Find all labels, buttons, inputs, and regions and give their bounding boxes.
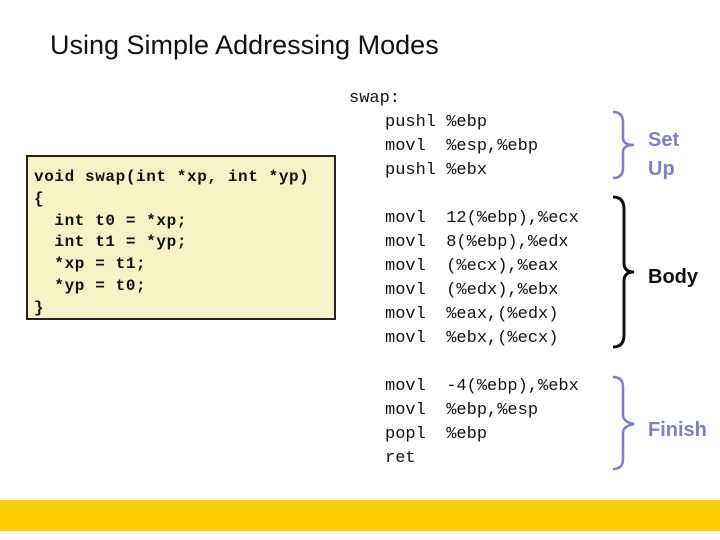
asm-line: pushl %ebp bbox=[385, 113, 488, 132]
setup-brace-icon bbox=[612, 110, 635, 180]
footer-band bbox=[0, 500, 720, 531]
asm-line: movl %ebx,(%ecx) bbox=[385, 329, 559, 348]
code-line: } bbox=[34, 298, 45, 317]
code-line: void swap(int *xp, int *yp) bbox=[34, 168, 310, 186]
finish-brace-icon bbox=[612, 375, 635, 471]
finish-label: Finish bbox=[648, 419, 707, 441]
asm-finish: movl -4(%ebp),%ebx movl %ebp,%esp popl %… bbox=[385, 375, 579, 471]
c-code-box: void swap(int *xp, int *yp) { int t0 = *… bbox=[26, 155, 336, 320]
body-label: Body bbox=[648, 266, 698, 288]
asm-line: movl 8(%ebp),%edx bbox=[385, 233, 569, 252]
asm-line: ret bbox=[385, 449, 416, 468]
asm-line: pushl %ebx bbox=[385, 161, 488, 180]
asm-line: movl (%ecx),%eax bbox=[385, 257, 559, 276]
body-brace-icon bbox=[612, 195, 635, 349]
asm-line: movl (%edx),%ebx bbox=[385, 281, 559, 300]
asm-body: movl 12(%ebp),%ecx movl 8(%ebp),%edx mov… bbox=[385, 207, 579, 351]
asm-line: movl %esp,%ebp bbox=[385, 137, 539, 156]
code-line: { bbox=[34, 189, 45, 208]
setup-label-line1: Set bbox=[648, 129, 680, 151]
code-line: *yp = t0; bbox=[34, 276, 147, 295]
asm-line: movl 12(%ebp),%ecx bbox=[385, 209, 579, 228]
asm-setup: pushl %ebp movl %esp,%ebp pushl %ebx bbox=[385, 111, 538, 183]
asm-line: movl %ebp,%esp bbox=[385, 401, 539, 420]
code-line: int t1 = *yp; bbox=[34, 233, 188, 252]
asm-line: movl %eax,(%edx) bbox=[385, 305, 559, 324]
code-line: *xp = t1; bbox=[34, 255, 147, 274]
slide-title: Using Simple Addressing Modes bbox=[50, 30, 439, 60]
code-line: int t0 = *xp; bbox=[34, 211, 188, 230]
asm-line: popl %ebp bbox=[385, 425, 488, 444]
c-code: void swap(int *xp, int *yp) { int t0 = *… bbox=[34, 167, 309, 320]
setup-label-line2: Up bbox=[648, 158, 675, 180]
asm-label: swap: bbox=[349, 89, 401, 108]
asm-line: movl -4(%ebp),%ebx bbox=[385, 377, 579, 396]
